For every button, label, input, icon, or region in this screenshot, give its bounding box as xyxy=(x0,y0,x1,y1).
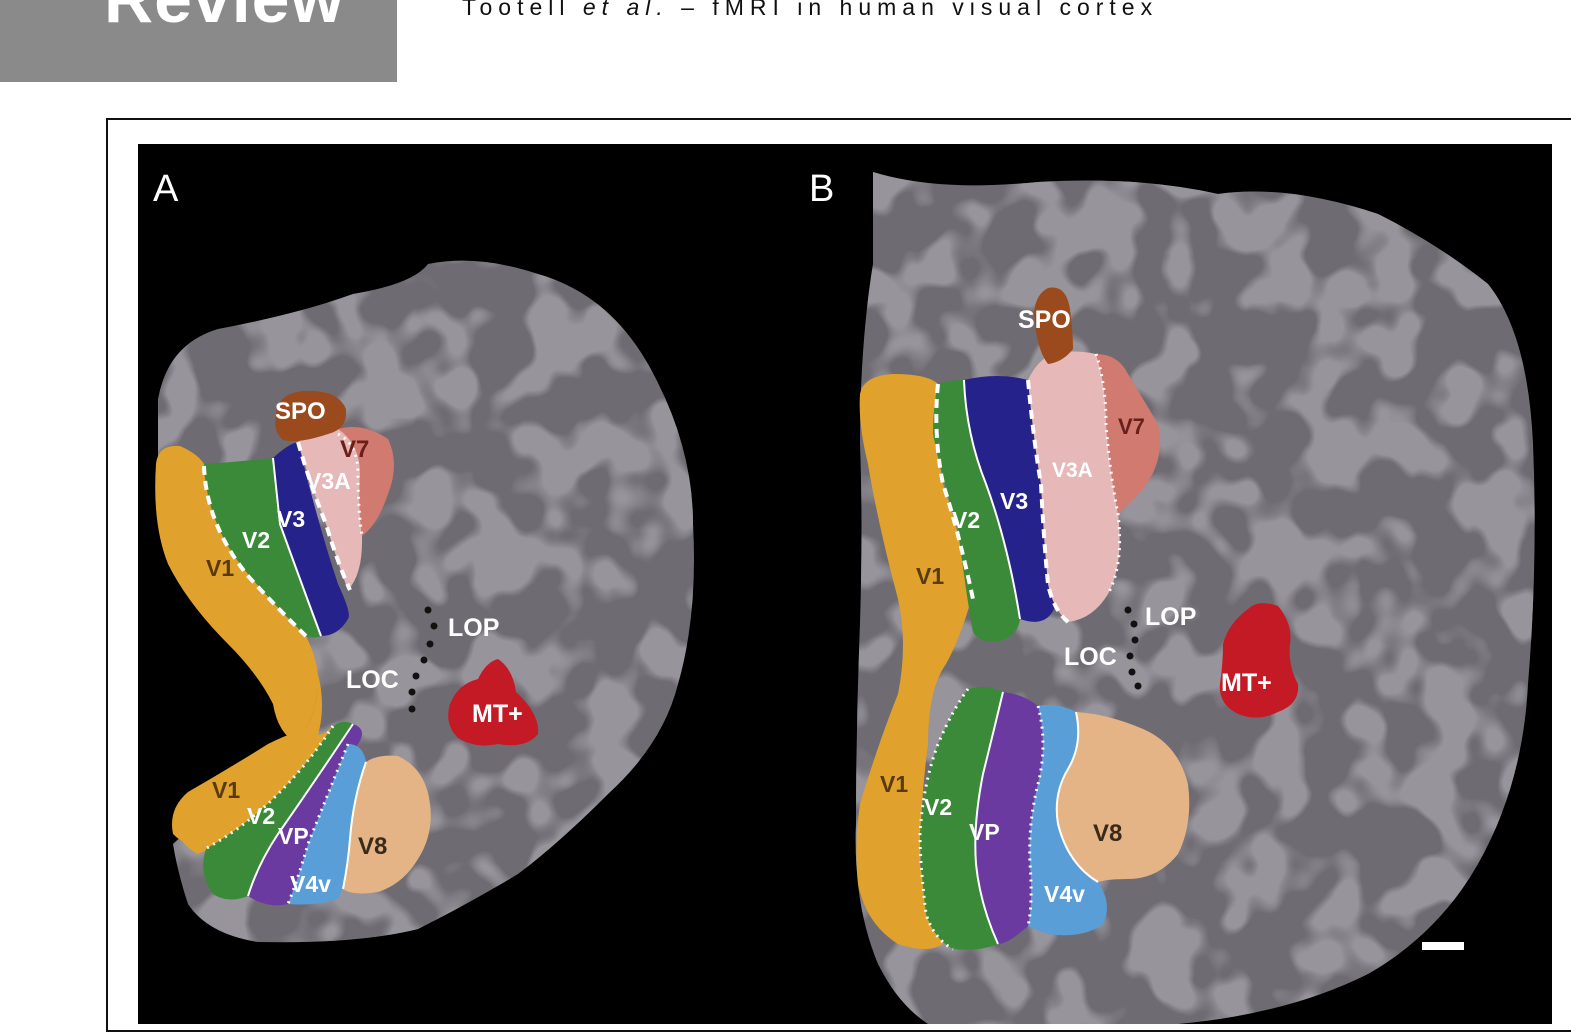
running-header: Tootell et al. – fMRI in human visual co… xyxy=(462,0,1158,21)
running-head-authors: Tootell xyxy=(462,0,583,20)
boundary-b-v2-vp xyxy=(974,691,1004,945)
area-a-v2-lower xyxy=(203,721,353,900)
label-b-v3: V3 xyxy=(1000,488,1028,514)
label-a-v8: V8 xyxy=(358,833,387,860)
area-b-vp xyxy=(975,692,1043,944)
running-head-et-al: et al. xyxy=(582,0,669,20)
panel-b-areas xyxy=(856,287,1464,951)
panel-a-areas xyxy=(155,390,539,906)
label-b-v4v: V4v xyxy=(1044,881,1085,907)
boundary-b-v4v-v8 xyxy=(1055,711,1099,883)
area-b-v7 xyxy=(1096,354,1161,514)
boundary-a-v2-v3-upper xyxy=(272,457,322,637)
label-a-spo: SPO xyxy=(275,398,326,425)
boundary-a-lop-loc-dots xyxy=(408,606,438,713)
label-a-v7: V7 xyxy=(340,436,369,463)
label-b-v1-lower: V1 xyxy=(880,771,908,797)
label-a-v4v: V4v xyxy=(290,871,331,897)
boundary-b-v1-v2-lower xyxy=(918,688,970,951)
label-a-loc: LOC xyxy=(346,666,399,694)
panel-a-boundaries xyxy=(202,432,367,905)
boundary-a-v3a-v7 xyxy=(337,432,364,537)
boundary-a-v1-v2-upper xyxy=(202,465,310,640)
area-a-vp xyxy=(248,724,362,906)
label-a-v2-lower: V2 xyxy=(247,803,275,829)
area-a-v3-upper xyxy=(273,442,349,636)
label-a-v1-upper: V1 xyxy=(206,555,234,581)
label-a-lop: LOP xyxy=(448,614,499,642)
label-b-spo: SPO xyxy=(1018,306,1071,334)
label-b-loc: LOC xyxy=(1064,643,1117,671)
label-b-mt: MT+ xyxy=(1221,669,1272,697)
area-a-v2-upper xyxy=(204,458,321,638)
area-a-mt xyxy=(448,659,539,746)
running-head-title: – fMRI in human visual cortex xyxy=(668,0,1159,20)
panel-label-b: B xyxy=(809,168,835,210)
boundary-a-v2-vp xyxy=(247,723,354,897)
boundary-a-v4v-v8 xyxy=(342,761,367,890)
label-b-v8: V8 xyxy=(1093,820,1122,847)
label-b-lop: LOP xyxy=(1145,603,1196,631)
area-a-v3a xyxy=(298,428,363,590)
section-tab: Review xyxy=(0,0,397,82)
label-a-v3: V3 xyxy=(277,506,305,532)
area-b-mt xyxy=(1219,603,1299,718)
label-a-v2-upper: V2 xyxy=(242,527,270,553)
panel-b-labels: SPO V7 V3A V3 V2 V1 LOP LOC MT+ V1 V2 VP… xyxy=(880,306,1272,907)
area-a-v7 xyxy=(338,426,394,536)
boundary-a-v1-v2-lower xyxy=(202,725,335,852)
area-a-spo xyxy=(275,390,347,442)
area-b-spo xyxy=(1034,287,1073,364)
area-a-v8 xyxy=(343,755,431,894)
scale-bar xyxy=(1422,942,1464,950)
area-b-v3a xyxy=(1028,351,1120,622)
label-b-v7: V7 xyxy=(1118,414,1145,439)
figure-panel: SPO V7 V3A V3 V2 V1 LOP LOC MT+ V1 V2 VP… xyxy=(138,144,1552,1024)
label-a-v1-lower: V1 xyxy=(212,777,240,803)
label-a-vp: VP xyxy=(278,823,309,849)
area-b-v3-upper xyxy=(964,376,1056,622)
area-a-v1-lower-main xyxy=(172,726,333,847)
label-a-mt: MT+ xyxy=(472,700,523,728)
boundary-b-lop-loc-dots xyxy=(1124,606,1142,690)
area-b-v4v xyxy=(1028,704,1107,936)
label-b-v2-lower: V2 xyxy=(924,794,952,820)
label-b-v3a: V3A xyxy=(1052,459,1093,482)
section-label: Review xyxy=(104,0,344,38)
area-b-v1 xyxy=(856,374,973,949)
boundary-a-v3-v3a xyxy=(296,441,352,591)
label-a-v3a: V3A xyxy=(306,468,351,494)
area-b-v2-upper xyxy=(933,380,1020,642)
area-a-v1-upper xyxy=(155,445,319,744)
boundary-b-v1-v2-upper xyxy=(934,383,975,600)
boundary-b-v3-v3a xyxy=(1026,379,1070,624)
panel-a-labels: SPO V7 V3A V3 V2 V1 LOP LOC MT+ V1 V2 VP… xyxy=(206,398,523,897)
label-b-v1-upper: V1 xyxy=(916,563,944,589)
flatmap-figure: SPO V7 V3A V3 V2 V1 LOP LOC MT+ V1 V2 VP… xyxy=(155,172,1535,1024)
label-b-v2-upper: V2 xyxy=(952,507,980,533)
panel-b-boundaries xyxy=(918,353,1122,951)
boundary-b-v2-v3 xyxy=(963,379,1021,620)
area-b-v2-lower xyxy=(920,687,1003,950)
panel-label-a: A xyxy=(153,168,179,210)
area-b-v8 xyxy=(1056,712,1190,882)
label-b-vp: VP xyxy=(969,819,1000,845)
boundary-b-v3a-v7 xyxy=(1094,353,1122,595)
